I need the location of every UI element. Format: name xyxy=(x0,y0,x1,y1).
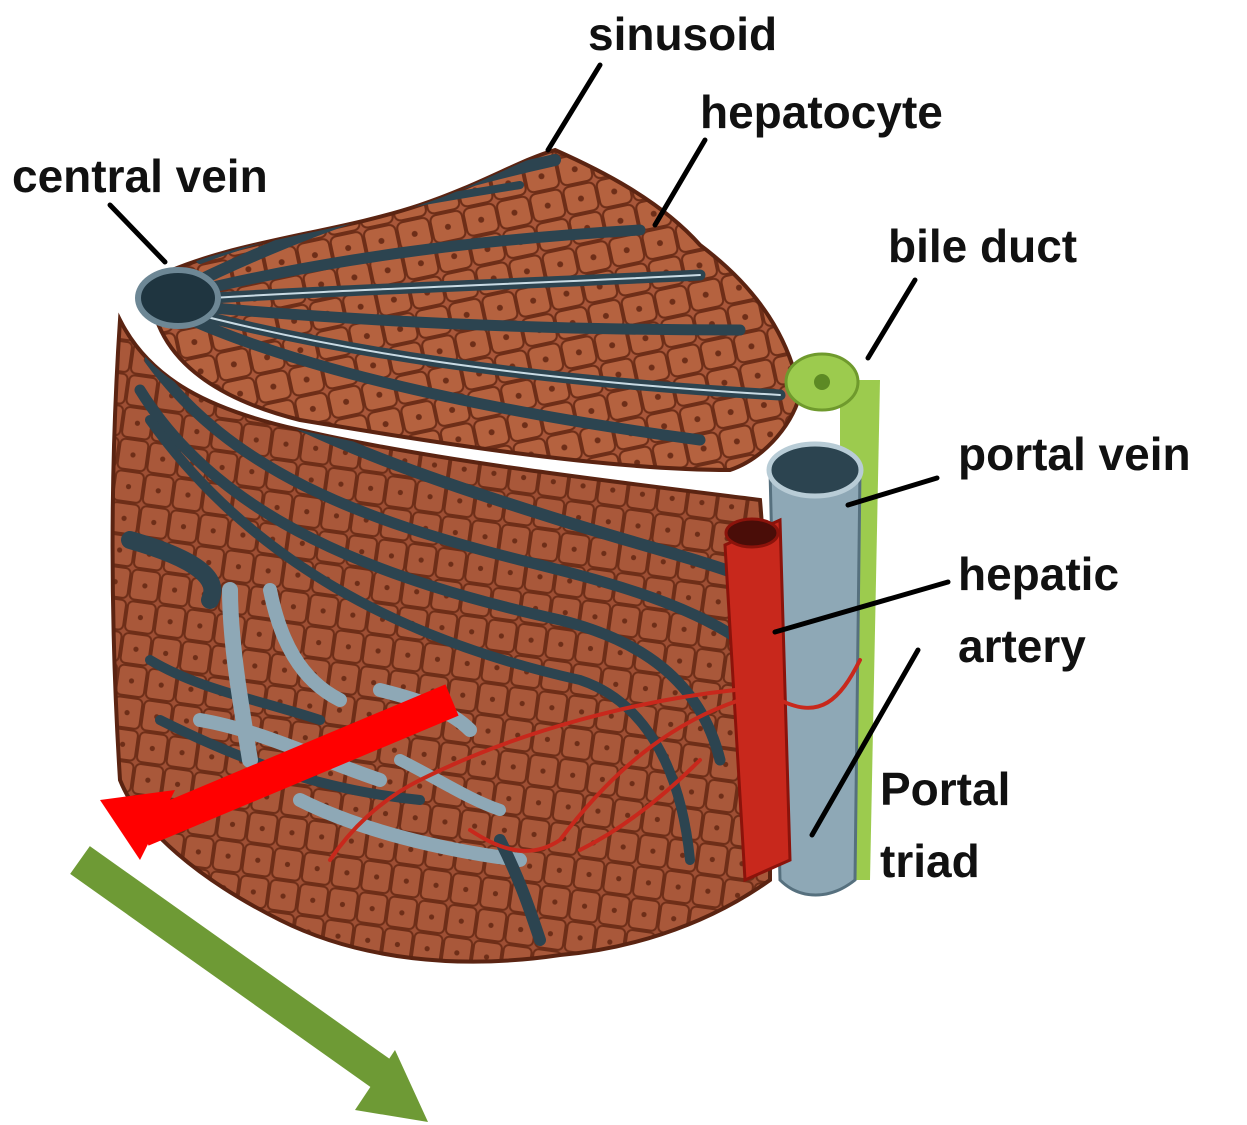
portal-triad-label-line2: triad xyxy=(880,835,980,887)
central-vein-label: central vein xyxy=(12,150,268,202)
liver-lobule-illustration xyxy=(113,150,881,962)
hepatic-artery-label-line1: hepatic xyxy=(958,548,1119,600)
hepatic-artery-label-line2: artery xyxy=(958,620,1086,672)
central-vein-opening xyxy=(138,270,218,326)
portal-triad-label-line1: Portal xyxy=(880,763,1010,815)
central-vein-leader xyxy=(110,205,165,262)
sinusoid-label: sinusoid xyxy=(588,8,777,60)
bile-duct-label: bile duct xyxy=(888,220,1077,272)
bile-duct-leader xyxy=(868,280,915,358)
hepatocyte-label: hepatocyte xyxy=(700,86,943,138)
hepatocyte-leader xyxy=(655,140,705,225)
sinusoid-leader xyxy=(548,65,600,150)
portal-vein-label: portal vein xyxy=(958,428,1191,480)
